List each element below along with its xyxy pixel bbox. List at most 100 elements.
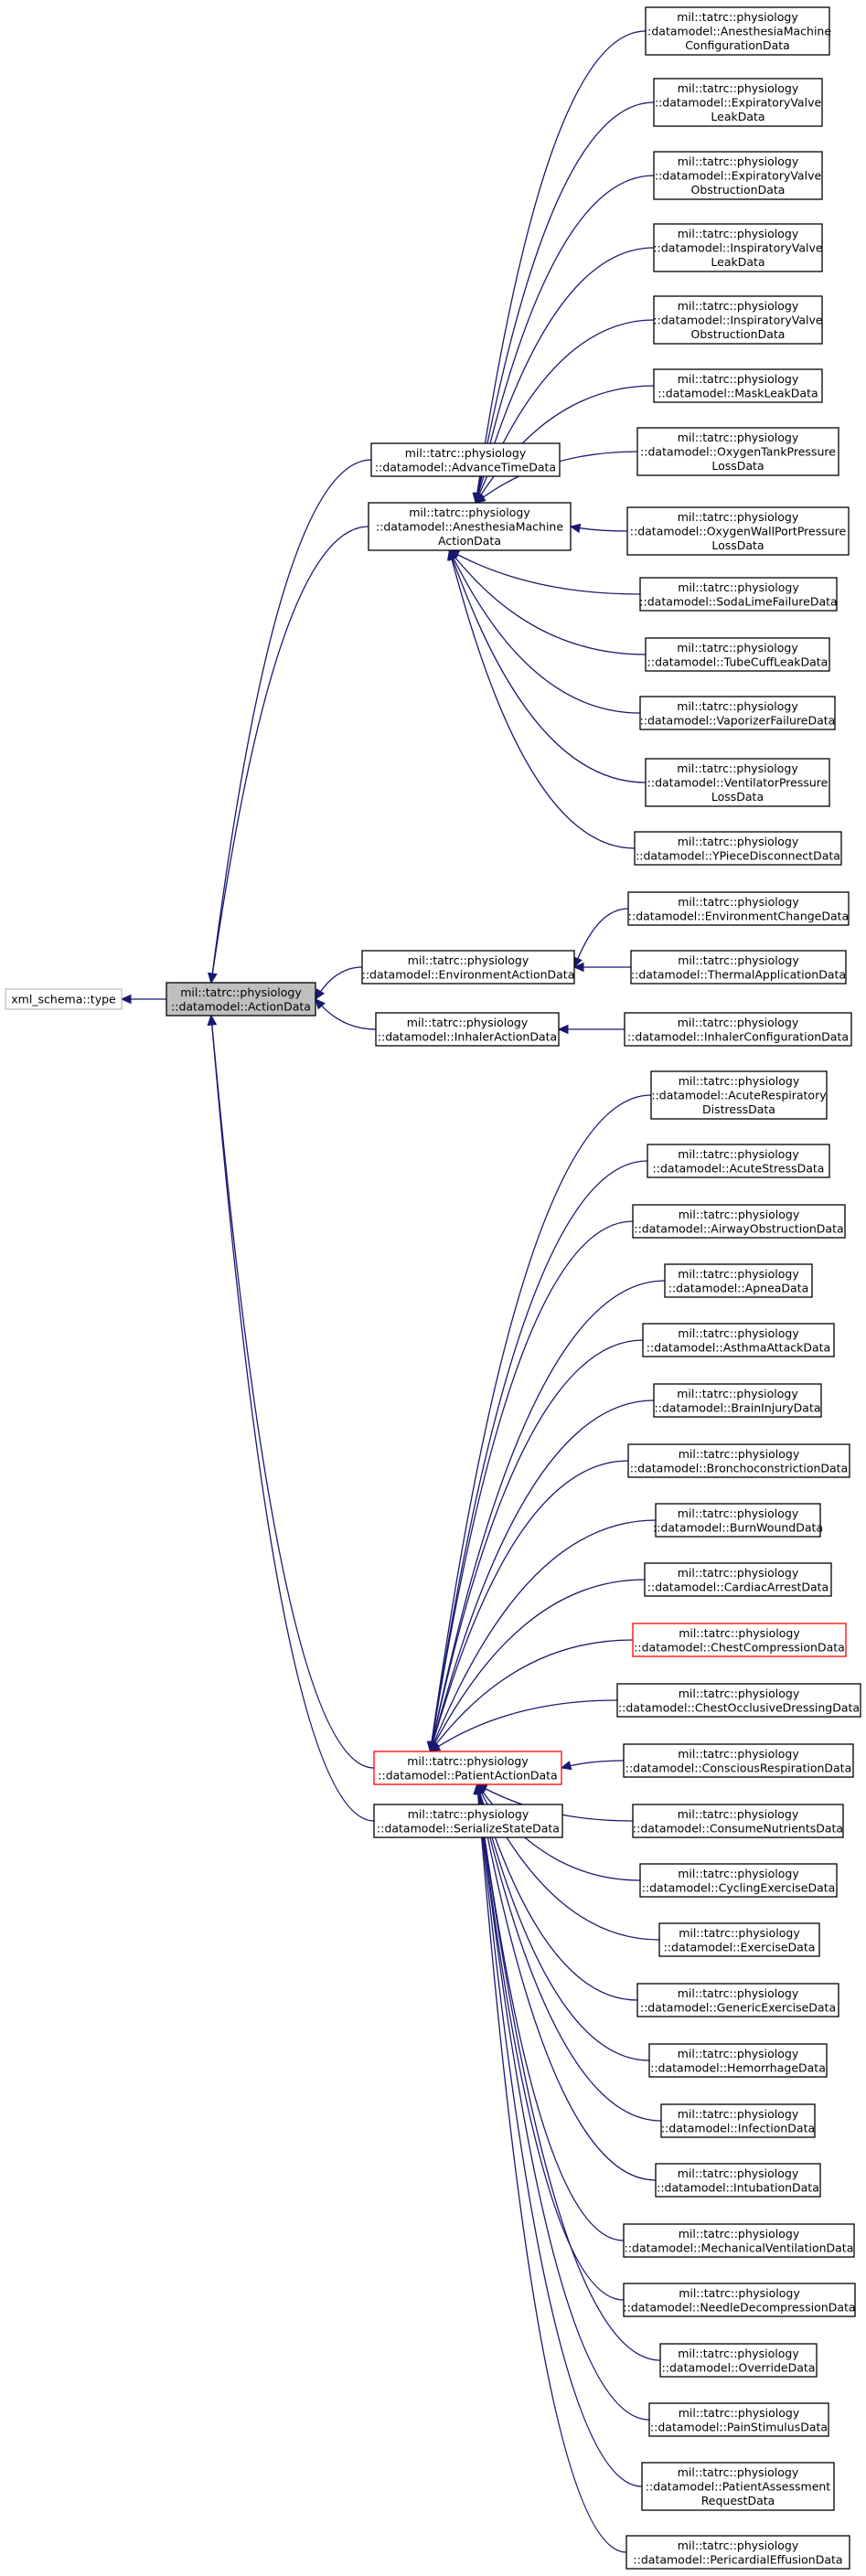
node-bronchoconstriction-data[interactable]: mil::tatrc::physiology::datamodel::Bronc… (627, 1443, 850, 1478)
node-serialize-state-data[interactable]: mil::tatrc::physiology::datamodel::Seria… (373, 1804, 563, 1838)
node-label-line: mil::tatrc::physiology (678, 431, 799, 444)
node-inhaler-action-data[interactable]: mil::tatrc::physiology::datamodel::Inhal… (375, 1012, 560, 1047)
node-asthma-attack-data[interactable]: mil::tatrc::physiology::datamodel::Asthm… (642, 1323, 835, 1357)
node-label-line: ::datamodel::InspiratoryValve (653, 241, 822, 255)
node-pain-stimulus-data[interactable]: mil::tatrc::physiology::datamodel::PainS… (648, 2402, 829, 2437)
node-label-line: mil::tatrc::physiology (678, 1016, 799, 1029)
edge-conscious-respiration-data-to-patient-action-data (560, 1760, 625, 1771)
edge-cardiac-arrest-data-to-patient-action-data (429, 1579, 646, 1753)
node-patient-action-data[interactable]: mil::tatrc::physiology::datamodel::Patie… (373, 1751, 562, 1785)
node-intubation-data[interactable]: mil::tatrc::physiology::datamodel::Intub… (655, 2163, 821, 2198)
node-expiratory-valve-obstruction-data[interactable]: mil::tatrc::physiology::datamodel::Expir… (653, 151, 823, 200)
node-oxygen-wall-port-pressure-loss-data[interactable]: mil::tatrc::physiology::datamodel::Oxyge… (626, 506, 850, 556)
edge-advance-time-data-to-action-data (208, 459, 372, 985)
node-label-line: mil::tatrc::physiology (678, 2107, 799, 2121)
node-acute-respiratory-distress-data[interactable]: mil::tatrc::physiology::datamodel::Acute… (650, 1070, 828, 1120)
node-label-line: mil::tatrc::physiology (677, 641, 798, 655)
node-label-line: ::datamodel::ApneaData (668, 1281, 809, 1294)
node-exercise-data[interactable]: mil::tatrc::physiology::datamodel::Exerc… (658, 1922, 820, 1957)
node-ypiece-disconnect-data[interactable]: mil::tatrc::physiology::datamodel::YPiec… (634, 831, 842, 866)
node-label-line: mil::tatrc::physiology (678, 154, 799, 168)
node-brain-injury-data[interactable]: mil::tatrc::physiology::datamodel::Brain… (653, 1383, 822, 1418)
node-label-line: mil::tatrc::physiology (679, 1687, 800, 1700)
node-anesthesia-machine-configuration-data[interactable]: mil::tatrc::physiology::datamodel::Anest… (644, 6, 831, 56)
node-label-line: mil::tatrc::physiology (678, 372, 799, 386)
node-box (664, 1263, 813, 1298)
node-soda-lime-failure-data[interactable]: mil::tatrc::physiology::datamodel::SodaL… (639, 577, 838, 612)
node-hemorrhage-data[interactable]: mil::tatrc::physiology::datamodel::Hemor… (648, 2043, 828, 2078)
edge-inhaler-configuration-data-to-inhaler-action-data (557, 1024, 625, 1035)
node-apnea-data[interactable]: mil::tatrc::physiology::datamodel::Apnea… (664, 1263, 813, 1298)
node-vaporizer-failure-data[interactable]: mil::tatrc::physiology::datamodel::Vapor… (639, 696, 836, 730)
node-box (645, 637, 830, 672)
node-inhaler-configuration-data[interactable]: mil::tatrc::physiology::datamodel::Inhal… (624, 1012, 852, 1047)
node-box (639, 577, 838, 612)
node-box (627, 891, 850, 926)
node-label-line: mil::tatrc::physiology (679, 2286, 800, 2300)
node-label-line: ObstructionData (691, 183, 786, 197)
node-box (370, 442, 561, 477)
node-label-line: mil::tatrc::physiology (679, 1074, 800, 1088)
node-label-line: ObstructionData (691, 327, 786, 341)
node-label-line: mil::tatrc::physiology (678, 580, 799, 594)
node-conscious-respiration-data[interactable]: mil::tatrc::physiology::datamodel::Consc… (623, 1743, 854, 1778)
node-label-line: ::datamodel::ActionData (171, 999, 311, 1013)
node-label-line: mil::tatrc::physiology (677, 1387, 798, 1400)
node-infection-data[interactable]: mil::tatrc::physiology::datamodel::Infec… (660, 2103, 816, 2138)
node-box (624, 1012, 852, 1047)
node-box (648, 2043, 828, 2078)
node-pericardial-effusion-data[interactable]: mil::tatrc::physiology::datamodel::Peric… (625, 2535, 850, 2570)
node-label-line: RequestData (701, 2494, 775, 2507)
node-label-line: ::datamodel::InhalerConfigurationData (627, 1029, 849, 1043)
node-cycling-exercise-data[interactable]: mil::tatrc::physiology::datamodel::Cycli… (639, 1863, 838, 1898)
node-generic-exercise-data[interactable]: mil::tatrc::physiology::datamodel::Gener… (636, 1983, 839, 2017)
node-box (166, 982, 316, 1017)
node-airway-obstruction-data[interactable]: mil::tatrc::physiology::datamodel::Airwa… (632, 1204, 846, 1239)
node-label-line: mil::tatrc::physiology (678, 81, 799, 95)
node-inspiratory-valve-obstruction-data[interactable]: mil::tatrc::physiology::datamodel::Inspi… (653, 295, 823, 345)
node-oxygen-tank-pressure-loss-data[interactable]: mil::tatrc::physiology::datamodel::Oxyge… (636, 427, 839, 476)
node-thermal-application-data[interactable]: mil::tatrc::physiology::datamodel::Therm… (630, 950, 847, 985)
node-environment-change-data[interactable]: mil::tatrc::physiology::datamodel::Envir… (627, 891, 850, 926)
node-label-line: mil::tatrc::physiology (678, 1147, 799, 1161)
node-box (632, 1804, 844, 1838)
node-label-line: mil::tatrc::physiology (677, 699, 798, 713)
node-patient-assessment-request-data[interactable]: mil::tatrc::physiology::datamodel::Patie… (641, 2462, 835, 2511)
node-label-line: mil::tatrc::physiology (678, 1747, 799, 1761)
node-box (645, 6, 830, 56)
node-chest-compression-data[interactable]: mil::tatrc::physiology::datamodel::Chest… (632, 1623, 847, 1657)
node-expiratory-valve-leak-data[interactable]: mil::tatrc::physiology::datamodel::Expir… (653, 78, 823, 127)
node-xml-schema-type[interactable]: xml_schema::type (5, 988, 123, 1010)
node-burn-wound-data[interactable]: mil::tatrc::physiology::datamodel::BurnW… (653, 1503, 823, 1538)
node-acute-stress-data[interactable]: mil::tatrc::physiology::datamodel::Acute… (647, 1144, 830, 1178)
node-box (627, 1443, 850, 1478)
node-inspiratory-valve-leak-data[interactable]: mil::tatrc::physiology::datamodel::Inspi… (653, 223, 823, 272)
node-chest-occlusive-dressing-data[interactable]: mil::tatrc::physiology::datamodel::Chest… (616, 1683, 861, 1718)
node-override-data[interactable]: mil::tatrc::physiology::datamodel::Overr… (659, 2343, 818, 2378)
edge-patient-action-data-to-action-data (207, 1014, 375, 1769)
node-label-line: ::datamodel::EnvironmentActionData (362, 967, 575, 981)
edge-oxygen-wall-port-pressure-loss-data-to-anesthesia-machine-action-data (569, 523, 628, 534)
node-label-line: mil::tatrc::physiology (678, 835, 799, 848)
node-box (623, 2283, 856, 2317)
node-label-line: ConfigurationData (685, 38, 790, 52)
node-label-line: ::datamodel::BurnWoundData (653, 1520, 823, 1534)
node-label-line: ::datamodel::AdvanceTimeData (375, 460, 556, 474)
node-anesthesia-machine-action-data[interactable]: mil::tatrc::physiology::datamodel::Anest… (368, 502, 572, 551)
node-tube-cuff-leak-data[interactable]: mil::tatrc::physiology::datamodel::TubeC… (645, 637, 830, 672)
node-consume-nutrients-data[interactable]: mil::tatrc::physiology::datamodel::Consu… (632, 1804, 844, 1838)
node-label-line: ::datamodel::SerializeStateData (377, 1821, 560, 1835)
node-box (630, 950, 847, 985)
node-needle-decompression-data[interactable]: mil::tatrc::physiology::datamodel::Needl… (623, 2283, 856, 2317)
node-ventilator-pressure-loss-data[interactable]: mil::tatrc::physiology::datamodel::Venti… (645, 758, 830, 807)
node-mask-leak-data[interactable]: mil::tatrc::physiology::datamodel::MaskL… (653, 368, 823, 403)
node-environment-action-data[interactable]: mil::tatrc::physiology::datamodel::Envir… (361, 950, 575, 985)
node-advance-time-data[interactable]: mil::tatrc::physiology::datamodel::Advan… (370, 442, 561, 477)
node-cardiac-arrest-data[interactable]: mil::tatrc::physiology::datamodel::Cardi… (644, 1562, 832, 1597)
edge-acute-respiratory-distress-data-to-patient-action-data (426, 1094, 652, 1753)
node-label-line: ::datamodel::InspiratoryValve (653, 314, 822, 327)
node-mechanical-ventilation-data[interactable]: mil::tatrc::physiology::datamodel::Mecha… (623, 2223, 855, 2258)
node-label-line: ::datamodel::NeedleDecompressionData (623, 2300, 855, 2314)
node-label-line: ::datamodel::AsthmaAttackData (647, 1340, 830, 1354)
node-label-line: mil::tatrc::physiology (678, 2347, 799, 2360)
